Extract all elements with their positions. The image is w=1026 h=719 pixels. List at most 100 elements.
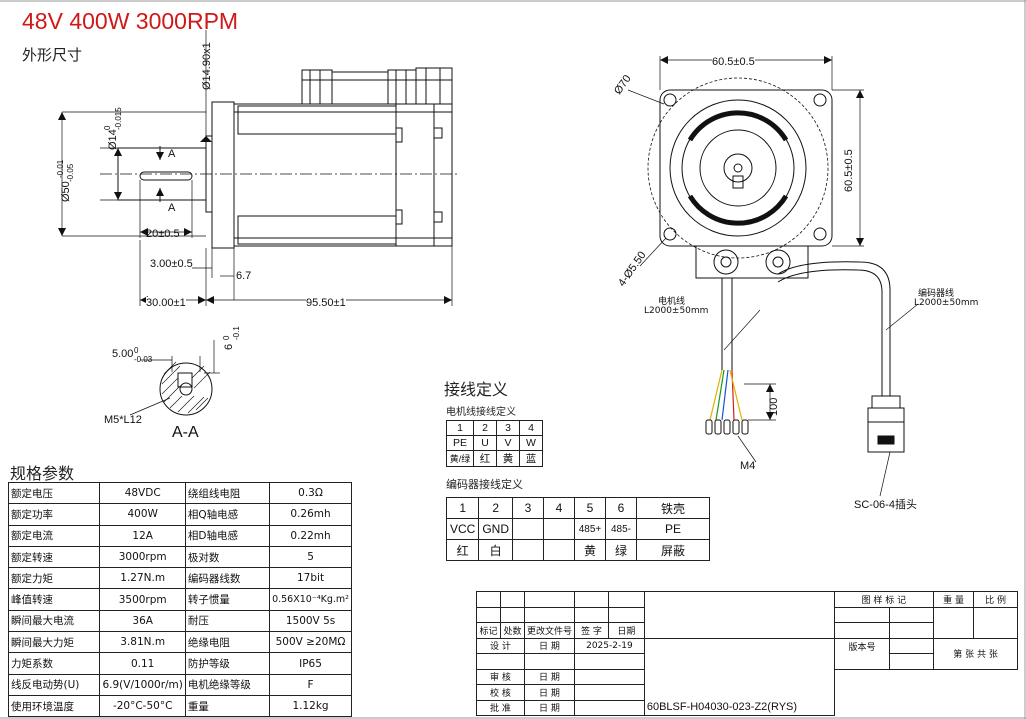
spec-key: 极对数 [184,545,271,569]
spec-value: 1.27N.m [99,567,186,590]
spec-key: 使用环境温度 [7,694,101,718]
spec-key: 重量 [184,694,271,718]
spec-key: 额定功率 [7,503,101,526]
dim-key-w-tol-dn: -0.03 [134,355,153,364]
enc-color-6: 绿 [605,539,638,561]
spec-value: 3.81N.m [99,631,186,654]
section-mark-bottom: A [168,202,176,214]
enc-color-4 [543,539,576,561]
spec-key: 绝缘电阻 [184,631,271,654]
spec-value: 400W [99,503,186,526]
tb-sheji: 设 计 [476,637,525,654]
tb-chushu: 处数 [499,622,525,639]
enc-sig-4 [543,518,576,540]
lead-len: 100 [768,397,780,416]
tb-riqi-2: 日 期 [523,668,575,685]
spec-value: 6.9(V/1000r/m) [99,673,186,696]
enc-sig-2: GND [478,518,514,540]
spec-value: -20°C-50°C [99,694,186,718]
spec-value: 3000rpm [99,545,186,569]
dim-key-h-tol-dn: -0.1 [232,326,241,340]
spec-key: 相D轴电感 [184,524,271,547]
tb-riqi-3: 日 期 [523,684,575,701]
shaft-keyway [139,171,193,181]
enc-pin-2: 2 [478,497,514,519]
dim-flange-th: 6.7 [236,270,252,282]
motor-color-4: 蓝 [519,450,543,467]
encoder-cable-name: 编码器线 [918,289,955,299]
enc-pin-3: 3 [512,497,545,519]
enc-pin-6: 6 [605,497,638,519]
tb-tuyang: 图 样 标 记 [833,591,935,608]
enc-color-shell: 屏蔽 [636,539,711,561]
cable-outlet [695,245,809,279]
spec-key: 瞬间最大电流 [7,609,101,633]
dim-shaft-dia-tol-up: 0 [103,125,112,130]
dim-key-w: 5.00 [112,348,134,360]
enc-sig-6: 485- [605,518,638,540]
motor-color-3: 黄 [496,450,520,467]
motor-sig-4: W [519,435,543,451]
spec-key: 峰值转速 [7,588,101,611]
spec-key: 转子惯量 [184,588,271,611]
page-title: 48V 400W 3000RPM [22,8,239,34]
spec-value: 5 [269,545,352,569]
encoder-plug [867,407,905,453]
enc-color-5: 黄 [574,539,607,561]
spec-value: 48VDC [99,481,186,505]
spec-value: 12A [99,524,186,547]
enc-sig-1: VCC [445,518,480,540]
plug-spec: SC-06-4插头 [854,499,917,511]
section-circle [159,362,213,416]
spec-key: 线反电动势(U) [7,673,101,696]
motor-cable-len: L2000±50mm [644,306,709,316]
wiring-title: 接线定义 [444,380,509,399]
motor-pin-2: 2 [473,420,497,436]
dim-height: 60.5±0.5 [843,149,855,192]
motor-pin-4: 4 [519,420,543,436]
spec-key: 额定力矩 [7,567,101,590]
enc-color-2: 白 [478,539,514,561]
motor-sig-2: U [473,435,497,451]
page-subtitle: 外形尺寸 [22,46,83,64]
spec-value: 1500V 5s [269,609,352,633]
motor-body [233,103,453,247]
enc-sig-5: 485+ [574,518,607,540]
tb-biaoji: 标记 [476,622,501,639]
spec-key: 额定转速 [7,545,101,569]
terminal-spec: M4 [740,460,756,472]
tb-shenhe: 审 核 [476,668,525,685]
section-label: A-A [172,424,199,441]
tb-drawing-no: 60BLSF-H04030-023-Z2(RYS) [643,637,835,716]
dim-shaft-dia-tol-dn: -0.015 [114,107,123,130]
spec-value: 0.22mh [269,524,352,547]
dim-shaft-dia: Ø14 [107,129,119,150]
tb-wenjian: 更改文件号 [523,622,575,639]
motor-sig-1: PE [446,435,474,451]
motor-connector [301,69,333,105]
motor-color-1: 黄/绿 [446,450,474,467]
spec-value: 3500rpm [99,588,186,611]
dim-key-len: 20±0.5 [146,228,180,240]
tb-riqi-4: 日 期 [523,699,575,716]
dim-key-h: 6 [223,343,235,350]
spec-key: 编码器线数 [184,567,271,590]
encoder-wiring-table: 1 2 3 4 5 6 铁壳 VCC GND 485+ 485- PE 红 白 … [445,497,711,561]
motor-wiring-title: 电机线接线定义 [446,407,516,418]
enc-color-3 [512,539,545,561]
spec-key: 绕组线电阻 [184,481,271,505]
tb-zhongliang: 重 量 [933,591,975,608]
spec-value: 17bit [269,567,352,590]
spec-value: 0.26mh [269,503,352,526]
enc-pin-5: 5 [574,497,607,519]
motor-wiring-table: 1 2 3 4 PE U V W 黄/绿 红 黄 蓝 [446,420,543,467]
tb-riqi: 日期 [607,622,645,639]
